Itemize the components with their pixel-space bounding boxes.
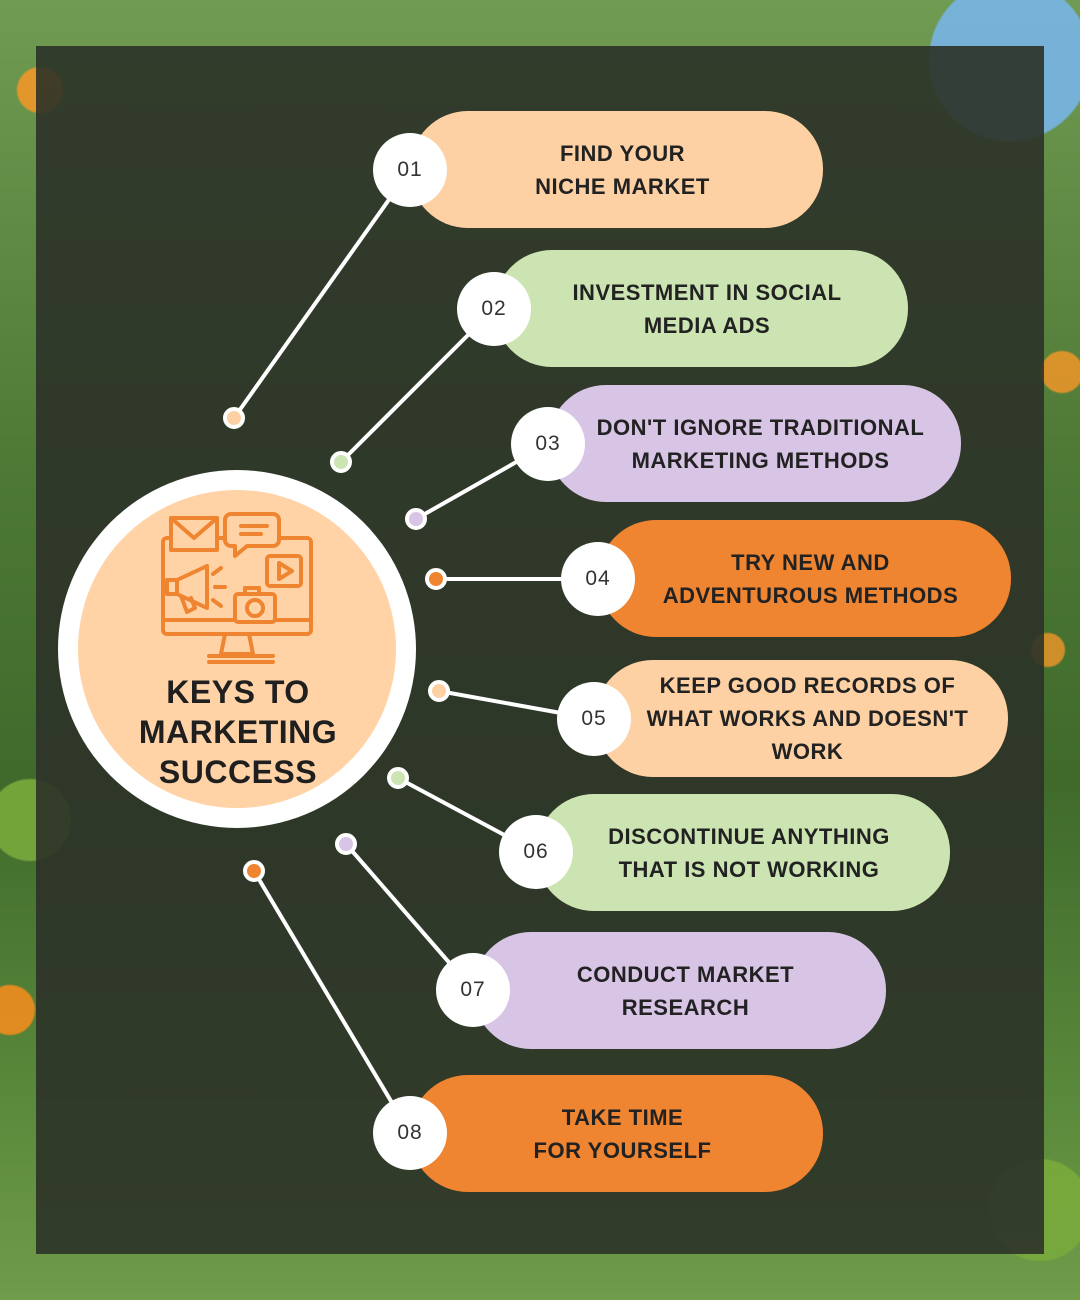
step-line: FOR YOURSELF xyxy=(533,1137,712,1163)
step-03-number-badge: 03 xyxy=(511,407,585,481)
step-label: TAKE TIME FOR YOURSELF xyxy=(506,1101,728,1167)
step-01-pill: FIND YOUR NICHE MARKET xyxy=(410,111,823,228)
step-line: FIND YOUR xyxy=(559,140,686,166)
step-label: KEEP GOOD RECORDS OF WHAT WORKS AND DOESN… xyxy=(619,669,985,768)
connector-dot-07 xyxy=(335,833,357,855)
connector-dot-08 xyxy=(243,860,265,882)
hub-title-line: KEYS TO xyxy=(166,674,310,710)
connector-dot-05 xyxy=(428,680,450,702)
connector-line-01 xyxy=(232,168,412,420)
step-05-pill: KEEP GOOD RECORDS OF WHAT WORKS AND DOESN… xyxy=(595,660,1008,777)
computer-marketing-icon xyxy=(161,512,313,664)
step-line: NICHE MARKET xyxy=(535,173,710,199)
connector-line-08 xyxy=(252,869,412,1135)
connector-dot-04 xyxy=(425,568,447,590)
step-label: INVESTMENT IN SOCIAL MEDIA ADS xyxy=(544,276,857,342)
step-08-pill: TAKE TIME FOR YOURSELF xyxy=(410,1075,823,1192)
step-05-number-badge: 05 xyxy=(557,682,631,756)
hub-title-line: MARKETING xyxy=(138,714,338,750)
step-04-pill: TRY NEW AND ADVENTUROUS METHODS xyxy=(598,520,1011,637)
connector-dot-06 xyxy=(387,767,409,789)
hub-title-line: SUCCESS xyxy=(158,754,318,790)
step-line: WORK xyxy=(771,739,844,764)
step-line: ADVENTUROUS METHODS xyxy=(662,582,959,608)
step-line: MEDIA ADS xyxy=(643,312,771,338)
step-label: TRY NEW AND ADVENTUROUS METHODS xyxy=(635,546,975,612)
connector-dot-01 xyxy=(223,407,245,429)
step-label: FIND YOUR NICHE MARKET xyxy=(507,137,726,203)
step-line: DISCONTINUE ANYTHING xyxy=(608,823,890,849)
step-line: INVESTMENT IN SOCIAL xyxy=(572,279,842,305)
step-02-number-badge: 02 xyxy=(457,272,531,346)
step-04-number-badge: 04 xyxy=(561,542,635,616)
step-line: TRY NEW AND xyxy=(731,549,890,575)
step-line: WHAT WORKS AND DOESN'T xyxy=(646,706,969,731)
step-06-number-badge: 06 xyxy=(499,815,573,889)
step-03-pill: DON'T IGNORE TRADITIONAL MARKETING METHOD… xyxy=(548,385,961,502)
step-line: THAT IS NOT WORKING xyxy=(618,856,880,882)
step-label: DISCONTINUE ANYTHING THAT IS NOT WORKING xyxy=(580,820,906,886)
connector-dot-02 xyxy=(330,451,352,473)
step-02-pill: INVESTMENT IN SOCIAL MEDIA ADS xyxy=(494,250,908,367)
step-07-pill: CONDUCT MARKET RESEARCH xyxy=(473,932,886,1049)
connector-dot-03 xyxy=(405,508,427,530)
step-08-number-badge: 08 xyxy=(373,1096,447,1170)
step-label: CONDUCT MARKET RESEARCH xyxy=(549,958,810,1024)
step-06-pill: DISCONTINUE ANYTHING THAT IS NOT WORKING xyxy=(536,794,950,911)
step-line: CONDUCT MARKET xyxy=(576,961,795,987)
step-line: DON'T IGNORE TRADITIONAL xyxy=(596,414,925,440)
step-01-number-badge: 01 xyxy=(373,133,447,207)
hub-title: KEYS TO MARKETING SUCCESS xyxy=(100,672,376,792)
step-line: MARKETING METHODS xyxy=(631,447,890,473)
step-line: KEEP GOOD RECORDS OF xyxy=(659,673,956,698)
step-line: RESEARCH xyxy=(621,994,750,1020)
step-07-number-badge: 07 xyxy=(436,953,510,1027)
step-line: TAKE TIME xyxy=(561,1104,684,1130)
step-label: DON'T IGNORE TRADITIONAL MARKETING METHOD… xyxy=(569,411,941,477)
